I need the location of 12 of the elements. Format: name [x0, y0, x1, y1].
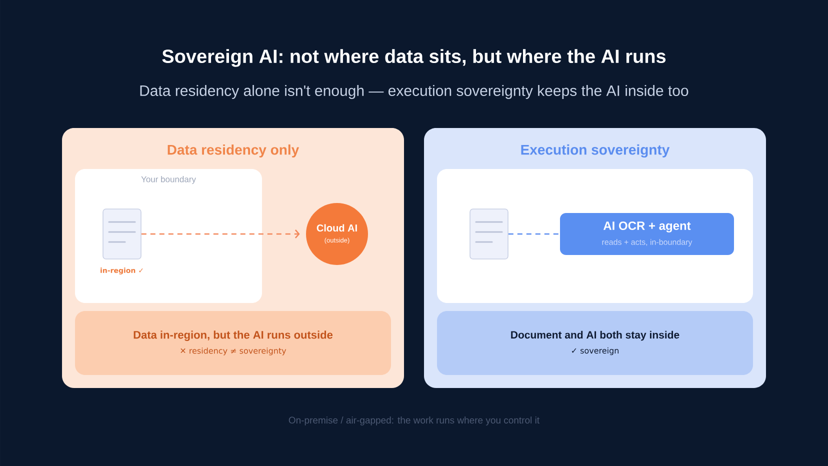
process-box: AI OCR + agent reads + acts, in-boundary — [560, 213, 734, 255]
footer-note: On-premise / air-gapped: the work runs where you control it — [288, 416, 540, 426]
subtitle: Data residency alone isn't enough — execution sovereignty keeps the AI inside too — [140, 85, 688, 99]
connector-line — [508, 233, 560, 235]
summary-band: Document and AI both stay inside ✓ sovereign — [437, 310, 753, 375]
document-icon — [470, 208, 508, 260]
panel-heading: Data residency only — [168, 144, 300, 158]
summary-band: Data in-region, but the AI runs outside ✕ residency ≠ sovereignty — [75, 310, 391, 375]
title: Sovereign AI: not where data sits, but where the AI runs — [162, 49, 666, 67]
arrow — [141, 230, 300, 238]
panel-heading: Execution sovereignty — [521, 144, 670, 158]
boundary-label: Your boundary — [141, 176, 196, 184]
